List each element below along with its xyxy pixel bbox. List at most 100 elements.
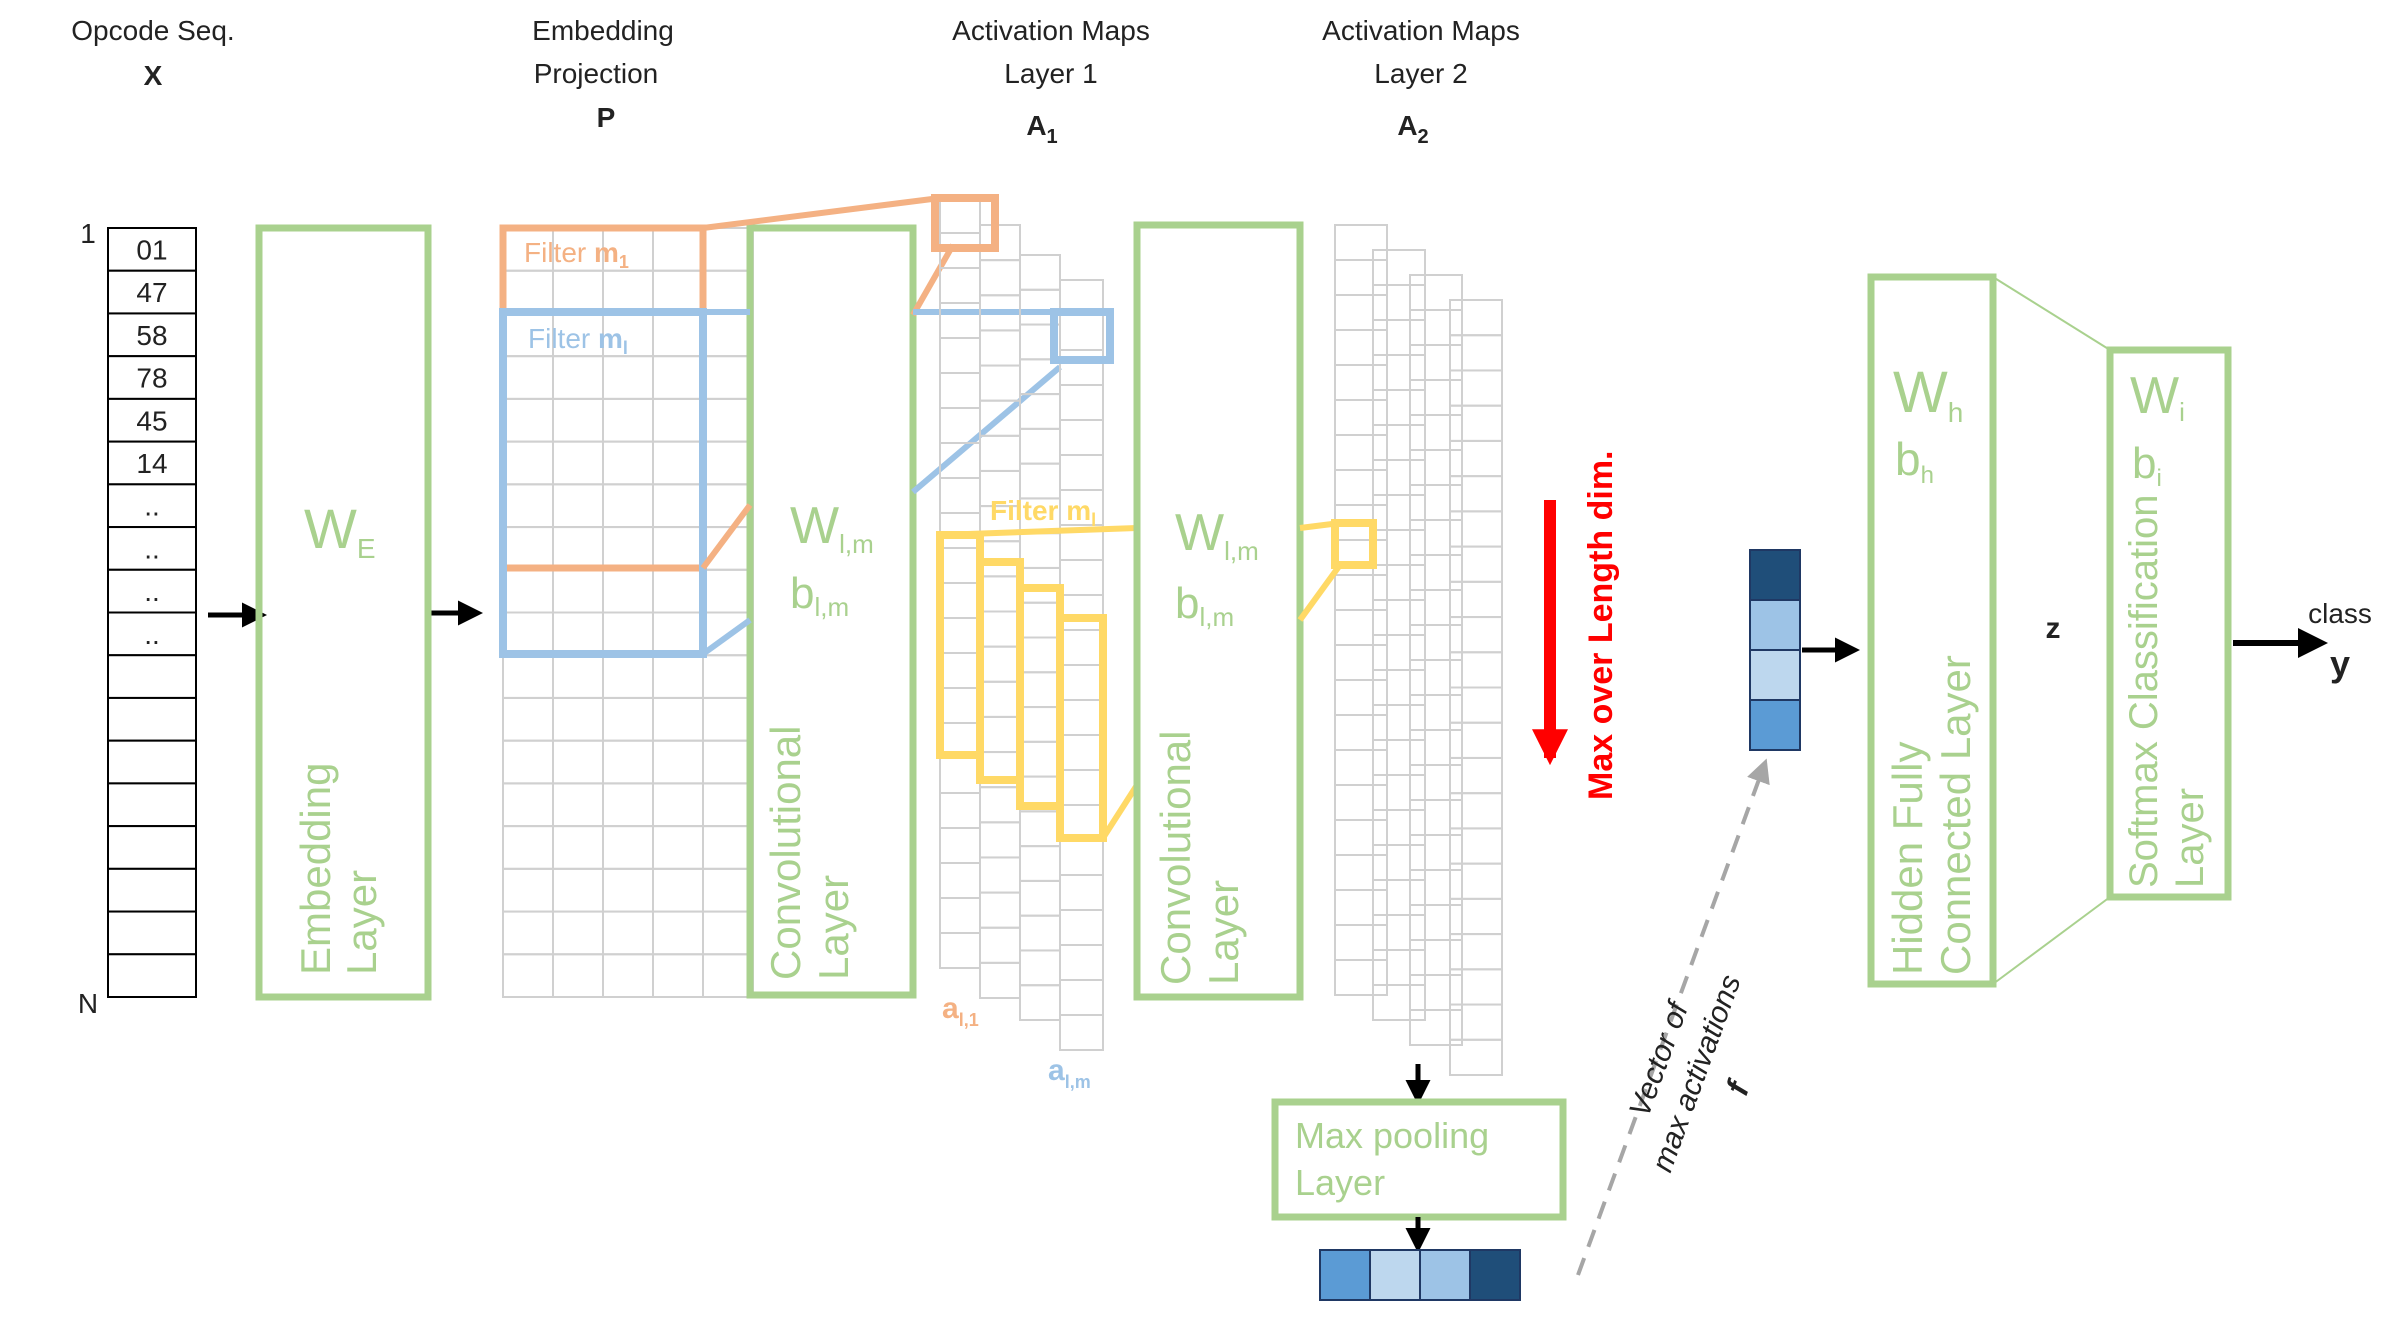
projection-cell bbox=[552, 910, 604, 956]
embedding-layer: WE Embedding Layer bbox=[255, 224, 432, 1001]
projection-cell bbox=[652, 825, 704, 870]
projection-cell bbox=[502, 397, 554, 443]
max-over-length-label: Max over Length dim. bbox=[1582, 451, 1620, 801]
activation-cell bbox=[939, 897, 981, 934]
activation-cell bbox=[1334, 329, 1388, 366]
activation-cell bbox=[1449, 792, 1503, 830]
vector-cell bbox=[1749, 549, 1801, 601]
header-opcode-symbol: X bbox=[144, 60, 163, 91]
activation-cell bbox=[939, 792, 981, 829]
activation-cell bbox=[1449, 404, 1503, 442]
activation-cell bbox=[1334, 364, 1388, 401]
activation-cell bbox=[1372, 249, 1426, 286]
projection-cell bbox=[602, 611, 654, 657]
activation-cell bbox=[979, 715, 1021, 754]
projection-cell bbox=[552, 739, 604, 785]
projection-cell bbox=[502, 440, 554, 486]
activation-cell bbox=[939, 932, 981, 969]
projection-cell bbox=[552, 483, 604, 529]
projection-cell bbox=[702, 910, 754, 956]
projection-cell bbox=[552, 355, 604, 400]
projection-cell bbox=[652, 227, 704, 272]
activation-cell bbox=[1372, 739, 1426, 776]
opcode-value: .. bbox=[144, 491, 160, 522]
filter-ml: Filter ml bbox=[499, 308, 707, 658]
conv-layer-2-box bbox=[1133, 221, 1304, 1001]
projection-cell bbox=[602, 440, 654, 486]
projection-cell bbox=[552, 696, 604, 742]
activation-cell bbox=[939, 372, 981, 409]
conv2-label-1: Convolutional bbox=[1152, 730, 1199, 985]
activation-cell bbox=[1409, 799, 1463, 836]
yellow-line-top bbox=[939, 525, 1138, 538]
activation-cell bbox=[1059, 699, 1104, 736]
yellow-filter-4 bbox=[1056, 614, 1107, 842]
activation-cell bbox=[1059, 594, 1104, 631]
opcode-cell bbox=[107, 867, 197, 913]
activation-cell bbox=[979, 961, 1021, 1000]
activation-cell bbox=[1059, 629, 1104, 666]
index-start: 1 bbox=[80, 218, 96, 249]
vector-f bbox=[1749, 549, 1801, 751]
activation-cell bbox=[1059, 979, 1104, 1016]
activation-cell bbox=[1019, 358, 1061, 396]
activation-cell bbox=[1372, 634, 1426, 671]
activation-cell bbox=[1334, 819, 1388, 856]
projection-cell bbox=[552, 568, 604, 614]
activation-cell bbox=[1334, 399, 1388, 436]
activation-cell bbox=[1334, 749, 1388, 786]
opcode-value: 58 bbox=[136, 320, 167, 351]
projection-cell bbox=[702, 355, 754, 400]
activation-cell bbox=[979, 610, 1021, 648]
activation-cell bbox=[1019, 427, 1061, 465]
projection-line-blue-lower bbox=[911, 364, 1062, 495]
activation-cell bbox=[1409, 764, 1463, 801]
projection-cell bbox=[552, 654, 604, 699]
activation-cell bbox=[1449, 439, 1503, 478]
softmax-layer-box bbox=[2106, 346, 2232, 901]
activation-cell bbox=[1372, 914, 1426, 951]
activation-cell bbox=[939, 197, 981, 234]
activation-cell bbox=[1334, 959, 1388, 996]
activation-cell bbox=[1409, 484, 1463, 521]
conv1-label-1: Convolutional bbox=[762, 725, 809, 980]
projection-cell bbox=[702, 397, 754, 443]
activation-label-al1: al,1 bbox=[942, 992, 979, 1030]
header-embedding-symbol: P bbox=[597, 102, 616, 133]
projection-cell bbox=[552, 867, 604, 913]
activation-cell bbox=[1019, 810, 1061, 848]
activation-cell bbox=[1372, 354, 1426, 391]
activation-cell bbox=[1409, 414, 1463, 451]
activation-cell bbox=[939, 267, 981, 304]
activation-cell bbox=[1372, 494, 1426, 531]
hidden-layer-box bbox=[1867, 273, 1997, 988]
pooled-cell bbox=[1469, 1249, 1521, 1301]
activation-cell bbox=[1019, 601, 1061, 639]
hidden-layer: Wh bh Hidden Fully Connected Layer bbox=[1867, 273, 1997, 988]
activation-cell bbox=[1372, 949, 1426, 986]
activation-cell bbox=[1059, 839, 1104, 876]
projection-cell bbox=[552, 526, 604, 571]
activation-cell bbox=[939, 827, 981, 864]
opcode-value: .. bbox=[144, 576, 160, 607]
activation-cell bbox=[1372, 984, 1426, 1021]
activation-cell bbox=[1059, 559, 1104, 596]
conv2-bias: bl,m bbox=[1175, 579, 1234, 632]
projection-cell bbox=[702, 696, 754, 742]
activation-cell bbox=[1372, 564, 1426, 601]
filter-ml-label: Filter ml bbox=[528, 323, 628, 358]
projection-cell bbox=[502, 269, 554, 315]
opcode-value: 01 bbox=[136, 234, 167, 265]
projection-cell bbox=[652, 782, 704, 828]
connector-top bbox=[1992, 276, 2111, 351]
opcode-sequence: 1 N 014758784514........ bbox=[78, 218, 197, 1019]
max-pooling-label-2: Layer bbox=[1295, 1162, 1385, 1203]
vector-label-symbol: f bbox=[1719, 1074, 1758, 1099]
activation-cell bbox=[1334, 854, 1388, 891]
activation-cell bbox=[979, 786, 1021, 824]
yellow-filter-3 bbox=[1016, 584, 1064, 810]
projection-cell bbox=[702, 825, 754, 870]
activation-maps-2 bbox=[1334, 224, 1503, 1076]
filter-ml-layer2: Filter ml bbox=[936, 495, 1140, 842]
activation-cell bbox=[1409, 1009, 1463, 1046]
